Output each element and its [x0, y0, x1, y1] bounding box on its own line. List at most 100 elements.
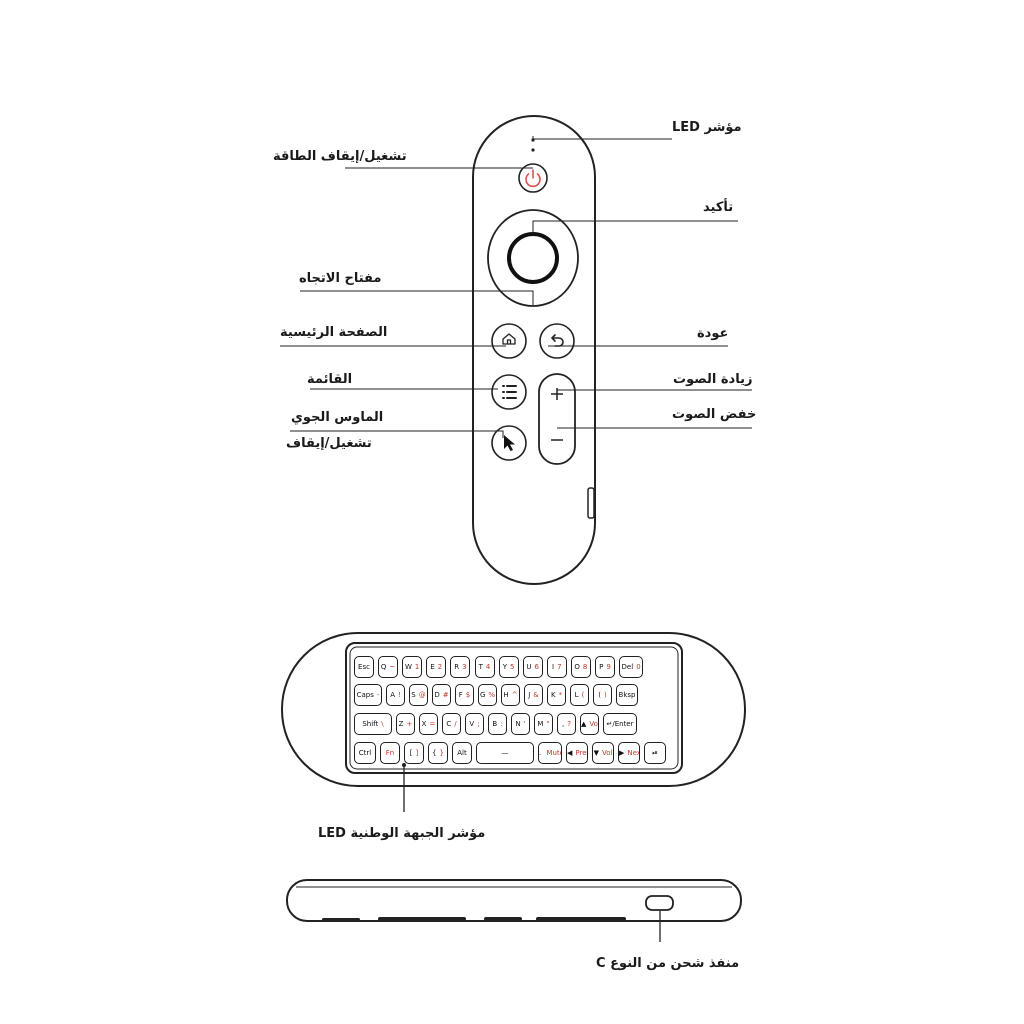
key-label: (: [598, 691, 601, 699]
key-row2-11[interactable]: Bksp: [616, 684, 638, 706]
key-row2-10[interactable]: (): [593, 684, 612, 706]
key-row4-7[interactable]: ◀Prev: [566, 742, 588, 764]
key-sublabel: !: [397, 691, 401, 699]
key-row3-1[interactable]: Z+: [396, 713, 415, 735]
label-led-indicator: مؤشر LED: [672, 120, 742, 135]
key-label: P: [599, 663, 604, 671]
key-row2-8[interactable]: K*: [547, 684, 566, 706]
key-sublabel: 4: [485, 663, 491, 671]
key-row4-2[interactable]: []: [404, 742, 424, 764]
key-label: .: [539, 749, 544, 757]
label-front-led: مؤشر الجبهة الوطنية LED: [318, 826, 486, 841]
confirm-button: [507, 232, 559, 284]
key-row4-9[interactable]: ▶Next: [618, 742, 640, 764]
key-label: ⏯: [652, 749, 658, 757]
key-row3-3[interactable]: C/: [442, 713, 461, 735]
key-row4-8[interactable]: ▼Vol: [592, 742, 614, 764]
key-sublabel: \: [381, 720, 384, 728]
key-row3-8[interactable]: ,?: [557, 713, 576, 735]
key-sublabel: :: [500, 720, 503, 728]
key-row4-0[interactable]: Ctrl: [354, 742, 376, 764]
key-row1-1[interactable]: Q~: [378, 656, 399, 678]
leader-direction: [300, 290, 534, 305]
key-sublabel: }: [439, 749, 444, 757]
key-sublabel: ;: [477, 720, 480, 728]
power-icon: [525, 169, 541, 188]
key-label: N: [515, 720, 521, 728]
key-label: Alt: [457, 749, 467, 757]
key-row4-4[interactable]: Alt: [452, 742, 472, 764]
key-label: K: [550, 691, 556, 699]
key-row2-2[interactable]: S@: [409, 684, 428, 706]
key-row2-1[interactable]: A!: [386, 684, 405, 706]
leader-air-mouse: [290, 430, 504, 438]
key-row4-1[interactable]: Fn: [380, 742, 400, 764]
label-air-mouse-toggle: تشغيل/إيقاف: [286, 436, 372, 451]
key-sublabel: &: [533, 691, 539, 699]
key-sublabel: @: [418, 691, 426, 699]
key-row3-2[interactable]: X=: [419, 713, 438, 735]
key-label: Ctrl: [358, 749, 372, 757]
key-row2-0[interactable]: Caps-: [354, 684, 382, 706]
key-sublabel: %: [488, 691, 496, 699]
key-row3-9[interactable]: ▲Vol: [580, 713, 599, 735]
key-row3-5[interactable]: B:: [488, 713, 507, 735]
key-row2-3[interactable]: D#: [432, 684, 451, 706]
led-dot: [531, 148, 535, 152]
key-label: W: [404, 663, 412, 671]
side-slot: [587, 487, 595, 519]
key-label: A: [390, 691, 395, 699]
label-power: تشغيل/إيقاف الطاقة: [273, 149, 407, 164]
key-sublabel: /: [454, 720, 457, 728]
key-sublabel: ^: [511, 691, 518, 699]
label-menu: القائمة: [307, 372, 353, 387]
key-label: B: [492, 720, 498, 728]
key-row4-6[interactable]: . Mute: [538, 742, 562, 764]
key-row3-6[interactable]: N': [511, 713, 530, 735]
cursor-icon: [504, 435, 515, 451]
key-row2-4[interactable]: F$: [455, 684, 474, 706]
key-row4-5[interactable]: —: [476, 742, 534, 764]
key-row2-7[interactable]: J&: [524, 684, 543, 706]
key-sublabel: 2: [437, 663, 443, 671]
key-sublabel: ]: [415, 749, 419, 757]
key-sublabel: Prev: [575, 749, 587, 757]
key-label: ▶: [619, 749, 625, 757]
key-row2-9[interactable]: L(: [570, 684, 589, 706]
key-label: F: [458, 691, 463, 699]
key-row2-6[interactable]: H^: [501, 684, 520, 706]
key-label: J: [528, 691, 531, 699]
key-sublabel: =: [429, 720, 436, 728]
key-row2-5[interactable]: G%: [478, 684, 497, 706]
key-label: U: [526, 663, 532, 671]
key-sublabel: ): [604, 691, 607, 699]
key-row1-0[interactable]: Esc: [354, 656, 374, 678]
key-row4-10[interactable]: ⏯: [644, 742, 666, 764]
key-row3-0[interactable]: Shift\: [354, 713, 392, 735]
type-c-port: [645, 895, 674, 911]
key-label: Bksp: [618, 691, 636, 699]
key-row4-3[interactable]: {}: [428, 742, 448, 764]
volume-rocker: [538, 373, 576, 465]
edge-feet: [322, 917, 626, 921]
key-sublabel: 7: [557, 663, 562, 671]
key-label: Shift: [362, 720, 379, 728]
key-label: ◀: [567, 749, 573, 757]
key-sublabel: $: [465, 691, 471, 699]
home-icon: [502, 333, 516, 345]
key-row3-10[interactable]: ↵/Enter: [603, 713, 637, 735]
key-row3-7[interactable]: M": [534, 713, 553, 735]
front-led-dot: [402, 763, 406, 767]
key-label: S: [411, 691, 416, 699]
key-row3-4[interactable]: V;: [465, 713, 484, 735]
